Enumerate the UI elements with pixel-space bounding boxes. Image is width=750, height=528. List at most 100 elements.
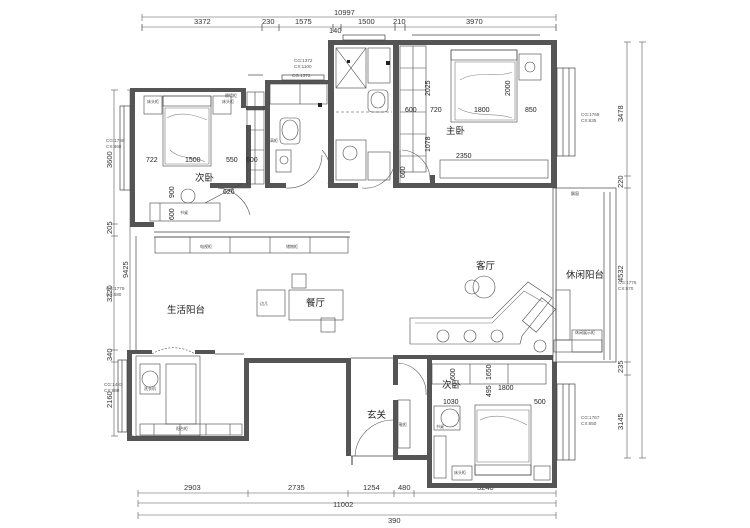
dim-bottom-11002: 11002 [333,500,353,509]
dim-inner-850: 850 [525,107,537,114]
coffee-table [472,275,496,299]
desk-left [149,202,221,222]
window-tag-cx-4: CX:635 [581,118,597,123]
window-master-east [556,67,576,157]
window-tag-cg-2: CG:1372 [294,58,313,63]
label-bedside-table-left: 床头柜 [147,98,159,104]
dim-inner-1500: 1500 [185,157,201,164]
toilet-corridor [279,117,301,145]
window-top-corridor [281,74,325,81]
tv-cabinet [154,236,349,254]
door-left-bedroom [217,187,251,216]
dim-left-340: 340 [105,348,114,361]
window-tag-cg-7: CG:1483 [104,382,123,387]
dim-bottom-1254: 1254 [363,483,380,492]
label-leisure-cabinet: 休闲展示柜 [575,329,595,335]
dim-left-3600: 3600 [105,151,114,168]
dim-bottom-480: 480 [398,483,411,492]
label-storage-cabinet: 储物柜 [286,243,298,249]
dim-inner-600-c: 600 [246,157,258,164]
dim-inner-600-d: 600 [169,208,176,220]
dim-right-3478: 3478 [616,105,625,122]
dim-inner-1078: 1078 [425,136,432,152]
dimension-labels-right: 3478 220 4532 235 3145 [616,105,625,430]
door-corridor [285,154,323,189]
window-leisure-balcony [555,187,617,363]
room-label-entrance: 玄关 [367,409,387,421]
window-tag-cg-5: CG:1776 [618,280,637,285]
dim-inner-720: 720 [430,107,442,114]
room-label-dining-room: 餐厅 [306,297,326,309]
bed-left [162,95,212,167]
label-bay-window: 飘窗 [571,190,579,196]
label-desk-left: 书桌 [180,209,188,215]
door-entrance [354,419,394,457]
room-label-living-room: 客厅 [476,260,496,272]
label-bedside-table-right: 床头柜 [222,98,234,104]
room-label-leisure-balcony: 休闲阳台 [566,269,604,281]
window-bedroom-bottom-east [556,383,576,461]
dim-left-3220: 3220 [105,285,114,302]
dim-top-140: 140 [329,26,342,35]
dim-right-3145: 3145 [616,413,625,430]
bed-bottom [474,404,532,476]
dim-inner-500: 500 [534,399,546,406]
door-service-balcony [151,347,196,355]
label-tv-cabinet: 电视柜 [200,243,212,249]
window-tag-cx-6: CX:680 [106,292,122,297]
dim-inner-1030: 1030 [443,399,459,406]
door-bath-top [361,159,396,189]
dim-top-1575: 1575 [295,17,312,26]
window-tag-cx-5: CX:670 [618,286,634,291]
dim-left-205: 205 [105,221,114,234]
dim-top-3970: 3970 [466,17,483,26]
window-tag-cx-2: CX:1100 [294,64,312,69]
dim-right-4532: 4532 [616,265,625,282]
room-label-master-bedroom: 主卧 [446,125,466,137]
window-tag-cx-1: CX:860 [106,144,122,149]
door-bedroom-bottom [397,362,427,396]
label-desk-bottom: 书桌 [436,423,444,429]
dim-inner-600-a: 600 [405,107,417,114]
window-tag-cg-8: CG:1767 [581,415,600,420]
inner-dimensions: 2025 2000 850 720 1800 600 600 1078 2350… [146,80,546,406]
dim-top-3372: 3372 [194,17,211,26]
dim-top-230: 230 [262,17,275,26]
room-label-service-balcony: 生活阳台 [167,304,205,316]
dim-bottom-2735: 2735 [288,483,305,492]
window-bedroom-left [119,105,131,191]
dim-bottom-2903: 2903 [184,483,201,492]
dim-left-2160: 2160 [105,391,114,408]
windows [117,34,617,461]
label-tall-cabinet: 高柜 [270,137,278,143]
dimension-labels-left: 3600 205 9425 3220 340 2160 [105,151,130,408]
dim-inner-1650: 1650 [486,364,493,380]
dimension-labels-top: 3372 230 1575 140 1500 210 3970 10997 [194,8,483,35]
dim-inner-600-e: 600 [450,368,457,380]
dim-inner-626: 626 [223,189,235,196]
dim-inner-600-b: 600 [400,166,407,178]
window-service-balcony [117,359,128,433]
shower-top [335,47,367,89]
door-master [401,149,431,181]
room-labels: 主卧 次卧 客厅 休闲阳台 餐厅 生活阳台 次卧 玄关 [167,125,604,421]
label-shoe-cabinet: 鞋柜 [399,421,407,427]
room-label-second-bedroom-bottom: 次卧 [442,379,462,391]
dim-inner-2000: 2000 [505,80,512,96]
window-tag-cx-8: CX:650 [581,421,597,426]
window-tags: CG:1788 CX:860 CG:1372 CX:1100 CG:1372 C… [104,58,637,426]
label-bedside-table-bottom: 床头柜 [454,469,466,475]
window-tag-cx-7: CX:980 [104,388,120,393]
label-wardrobe-cabinet: 隔墙柜 [225,92,237,98]
furniture [135,45,603,481]
dimension-labels-bottom: 2903 2735 1254 480 3240 11002 390 [184,483,494,525]
dim-left-9425: 9425 [121,261,130,278]
dim-inner-550: 550 [226,157,238,164]
dim-right-235: 235 [616,360,625,373]
dim-inner-1800-b: 1800 [498,385,514,392]
window-tag-cg-6: CG:1779 [106,286,125,291]
dim-inner-722: 722 [146,157,158,164]
walls [127,40,557,488]
label-washer: 洗衣机 [144,385,156,391]
